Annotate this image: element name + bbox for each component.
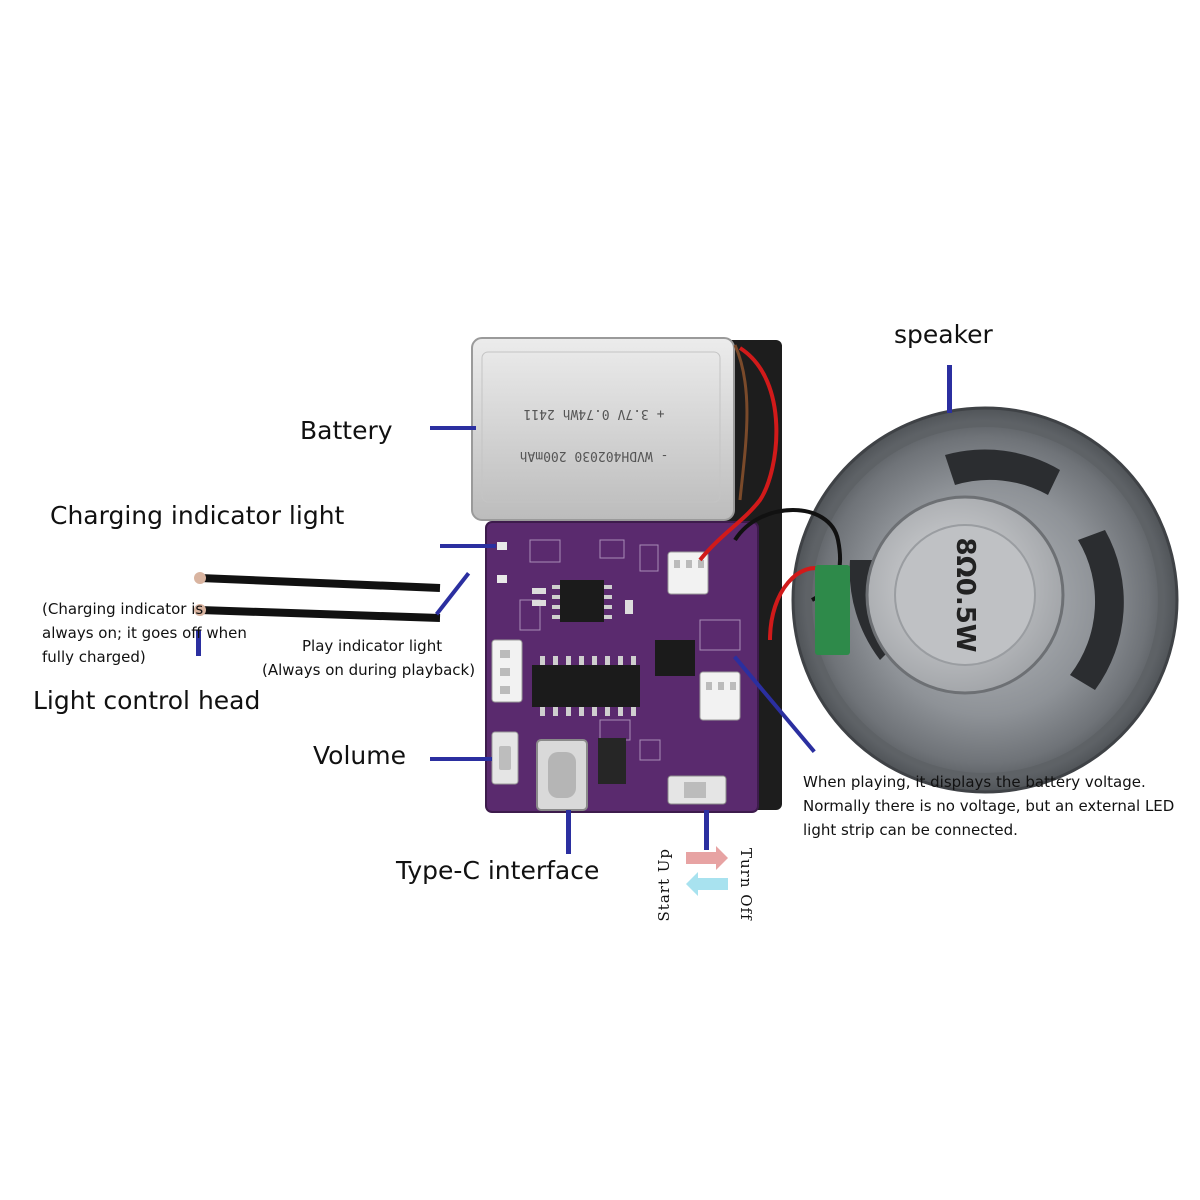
charging-note-line-2: always on; it goes off when: [42, 624, 247, 642]
charging-note-line-3: fully charged): [42, 648, 146, 666]
chip-small: [560, 580, 604, 622]
light-wire-top: [199, 574, 441, 592]
battery-print-line-1: + 3.7V 0.74Wh 2411: [524, 406, 665, 421]
label-speaker: speaker: [894, 320, 993, 349]
speaker-print: 8Ω0.5W: [950, 538, 980, 653]
leader-switch: [704, 810, 709, 850]
leader-volume: [430, 757, 492, 761]
battery-print-line-2: - WVDH402030 200mAh: [520, 448, 669, 463]
label-light-control-head: Light control head: [33, 686, 261, 715]
battery-wire-red: [698, 346, 779, 562]
charging-led: [497, 542, 507, 550]
speaker-unit: 8Ω0.5W: [791, 406, 1179, 794]
play-led: [497, 575, 507, 583]
battery-pack: + 3.7V 0.74Wh 2411 - WVDH402030 200mAh: [471, 337, 735, 521]
voltage-note-line-3: light strip can be connected.: [803, 821, 1018, 839]
voltage-note-line-1: When playing, it displays the battery vo…: [803, 773, 1146, 791]
label-start-up: Start Up: [655, 848, 673, 922]
switch-arrows-icon: [686, 846, 728, 896]
label-turn-off: Turn Off: [737, 848, 755, 921]
leader-battery: [430, 426, 476, 430]
label-battery: Battery: [300, 416, 393, 445]
led-strip-connector: [699, 671, 741, 721]
leader-speaker: [947, 365, 952, 413]
pcb-board: [485, 521, 759, 813]
play-note: (Always on during playback): [262, 661, 476, 679]
label-volume: Volume: [313, 741, 406, 770]
chip-main: [532, 665, 640, 707]
leader-type-c: [566, 810, 571, 854]
leader-charging: [440, 544, 496, 548]
voltage-note-line-2: Normally there is no voltage, but an ext…: [803, 797, 1175, 815]
battery-wire-brown: [733, 344, 749, 501]
chip-right: [655, 640, 695, 676]
speaker-pcb-green: [815, 565, 850, 655]
label-type-c: Type-C interface: [396, 856, 600, 885]
leader-light-head: [196, 630, 201, 656]
charging-note-line-1: (Charging indicator is: [42, 600, 204, 618]
label-charging-indicator: Charging indicator light: [50, 501, 345, 530]
light-wire-bottom: [199, 606, 441, 622]
label-play-indicator: Play indicator light: [302, 637, 443, 655]
